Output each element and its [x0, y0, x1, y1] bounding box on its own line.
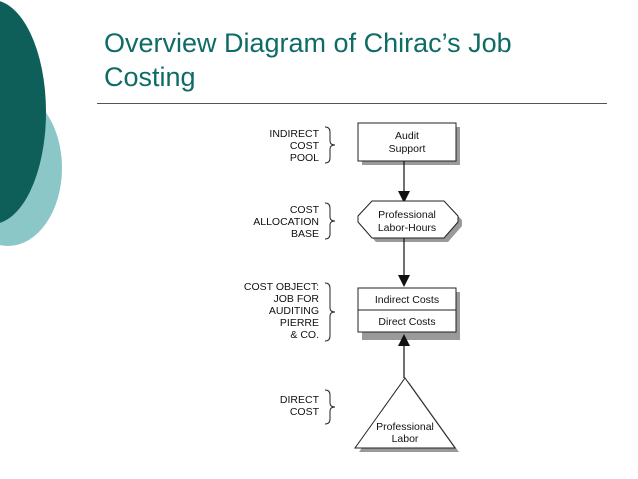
label-direct-cost: DIRECT COST	[280, 394, 320, 418]
label-cost-allocation-base: COST ALLOCATION BASE	[253, 204, 319, 240]
label-line: COST OBJECT:	[244, 281, 319, 293]
slide-title: Overview Diagram of Chirac’s Job Costing	[104, 26, 604, 94]
label-line: COST	[290, 140, 320, 152]
node-text: Labor-Hours	[378, 222, 436, 234]
label-line: POOL	[290, 152, 319, 164]
label-line: PIERRE	[280, 317, 319, 329]
node-professional-labor: Professional Labor	[354, 377, 459, 452]
label-indirect-cost-pool: INDIRECT COST POOL	[269, 128, 319, 164]
label-line: JOB FOR	[273, 293, 319, 305]
node-text: Indirect Costs	[375, 294, 439, 306]
node-text: Support	[389, 143, 426, 155]
label-line: DIRECT	[280, 394, 320, 406]
label-line: & CO.	[290, 329, 319, 341]
label-line: ALLOCATION	[253, 216, 319, 228]
brace-cost-object	[324, 282, 336, 342]
node-direct-costs	[357, 309, 457, 333]
node-text: Direct Costs	[378, 316, 435, 328]
node-text: Audit	[395, 130, 419, 142]
label-line: BASE	[291, 228, 319, 240]
label-line: COST	[290, 406, 320, 418]
node-audit-support: Audit Support	[357, 122, 460, 165]
slide-decoration	[0, 1, 62, 246]
label-line: AUDITING	[269, 305, 319, 317]
label-cost-object: COST OBJECT: JOB FOR AUDITING PIERRE & C…	[244, 281, 319, 341]
node-text: Professional	[376, 421, 434, 433]
deco-dark-circle	[0, 1, 46, 223]
node-cost-object: Indirect Costs Direct Costs	[357, 287, 460, 340]
title-line-2: Costing	[104, 62, 196, 92]
node-professional-labor-hours: Professional Labor-Hours	[357, 200, 462, 242]
node-text: Professional	[378, 209, 436, 221]
title-line-1: Overview Diagram of Chirac’s Job	[104, 28, 512, 58]
node-text: Labor	[392, 433, 419, 445]
label-line: INDIRECT	[269, 128, 319, 140]
title-divider	[97, 103, 607, 104]
label-line: COST	[290, 204, 320, 216]
brace-direct-cost	[324, 389, 336, 425]
brace-indirect-cost-pool	[324, 126, 336, 164]
brace-cost-allocation-base	[324, 202, 336, 240]
